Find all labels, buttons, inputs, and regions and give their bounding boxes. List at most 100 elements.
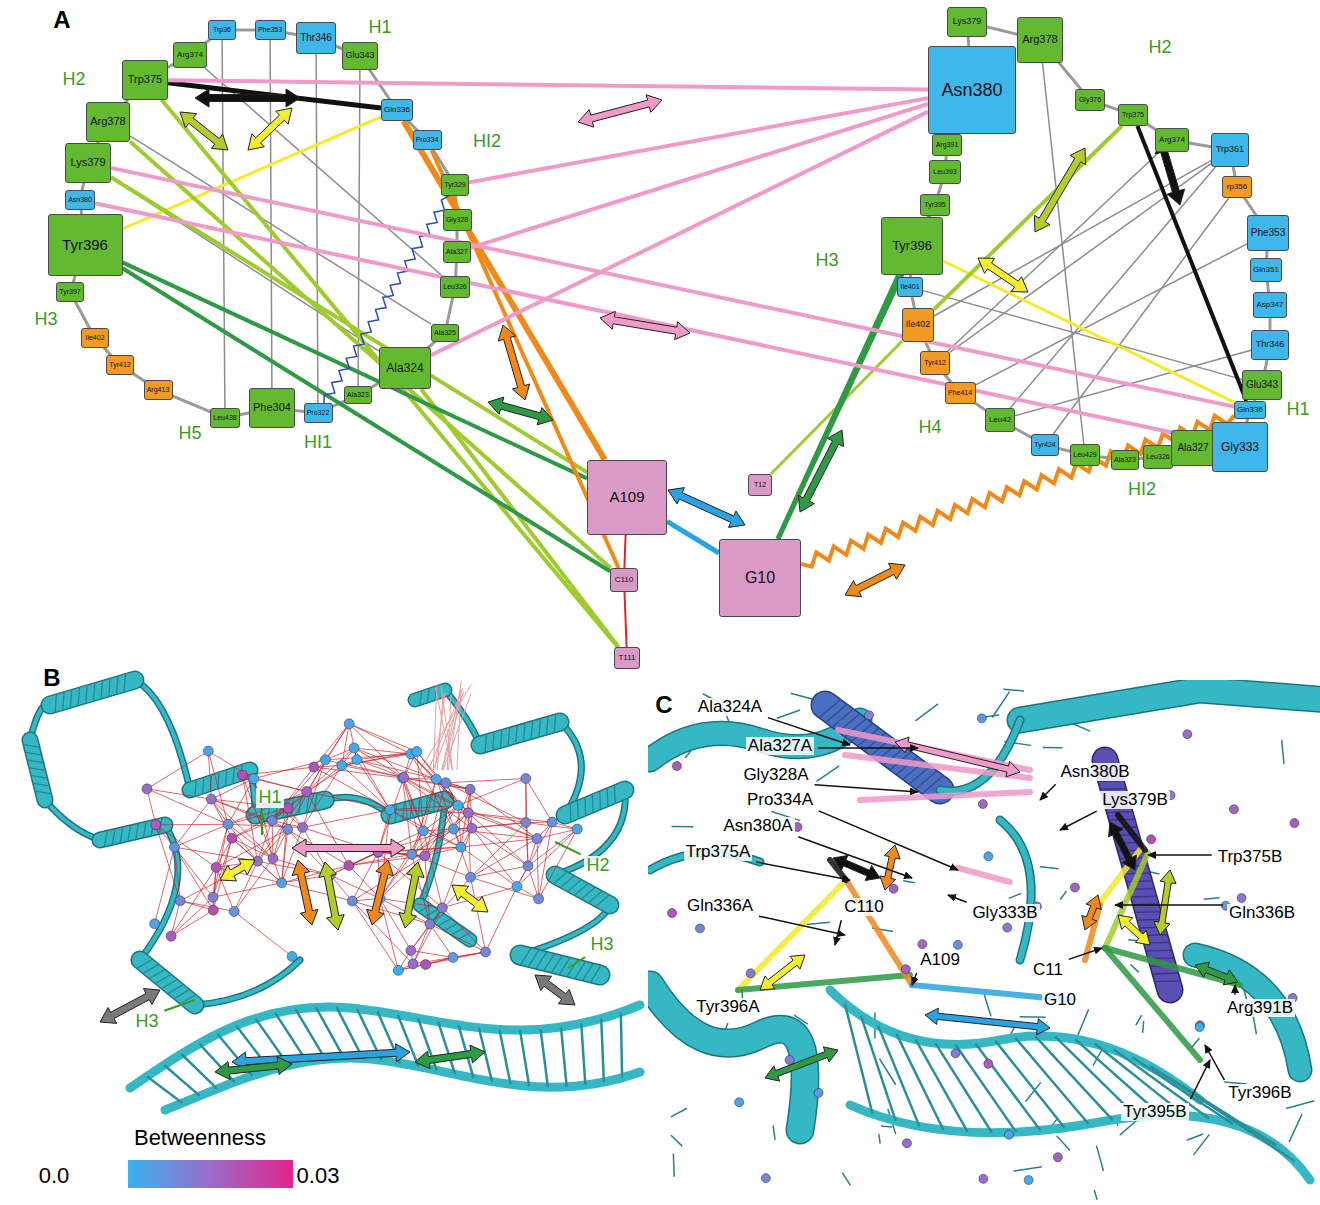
network-edge — [171, 910, 213, 936]
residue-sphere — [408, 959, 418, 969]
residue-sphere — [420, 851, 430, 861]
ribbon-outline — [650, 985, 805, 1130]
residue-sphere — [523, 861, 533, 871]
dna-base — [164, 1065, 200, 1096]
ribbon — [1195, 955, 1300, 1070]
residue-name: Leu42 — [989, 416, 1011, 424]
residue-box: Asn380 — [928, 46, 1016, 134]
residue-box: C110 — [610, 568, 638, 592]
residue-sphere — [466, 872, 476, 882]
ribbon-outline — [565, 790, 625, 815]
side-chain — [1096, 1146, 1103, 1171]
network-edge — [342, 752, 417, 766]
leader-line — [815, 785, 918, 792]
residue-name: Tyr395 — [924, 201, 945, 208]
helix-stripe — [120, 828, 123, 843]
residue-box: Arg378 — [1017, 17, 1063, 63]
ribbon — [555, 875, 610, 905]
network-edge — [447, 694, 451, 770]
network-edge — [417, 752, 458, 806]
side-chain — [1003, 689, 1024, 691]
helix-stripe — [143, 965, 158, 974]
side-chain — [791, 693, 815, 699]
residue-name: Arg378 — [1022, 34, 1057, 46]
leader-line — [756, 862, 850, 880]
network-edge — [417, 752, 424, 831]
interaction-edge — [111, 168, 1234, 407]
helix-stripe — [516, 726, 517, 743]
network-edge — [208, 751, 211, 799]
residue-label: Gln336A — [685, 897, 755, 916]
network-edge — [330, 875, 380, 898]
leader-line — [835, 920, 841, 945]
network-edge — [468, 813, 528, 866]
residue-box: Leu429 — [1070, 444, 1100, 466]
network-edge — [234, 911, 292, 956]
residue-label: A109 — [918, 951, 962, 970]
interaction-rod — [958, 868, 1010, 882]
network-edge — [430, 924, 453, 957]
residue-name: Ala327 — [1177, 443, 1208, 454]
network-edge — [174, 847, 213, 910]
network-edge — [303, 760, 326, 828]
leader-line — [555, 842, 581, 854]
residue-sphere — [977, 714, 986, 723]
residue-name: Tyr396 — [62, 237, 108, 253]
residue-box: Tyr395 — [920, 194, 950, 216]
residue-label: Ala324A — [696, 698, 764, 717]
residue-name: G10 — [745, 570, 775, 587]
residue-sphere — [521, 818, 531, 828]
interaction-edge — [976, 244, 1248, 385]
residue-box: Gln351 — [1250, 258, 1282, 282]
network-edge — [539, 829, 578, 899]
side-chain — [671, 1108, 687, 1117]
helix-stripe — [820, 700, 840, 717]
residue-name: Gly333 — [1221, 441, 1259, 454]
residue-sphere — [320, 755, 330, 765]
residue-sphere — [227, 833, 237, 843]
interaction-edge — [168, 83, 381, 108]
side-chain — [1025, 1082, 1040, 1101]
ribbon-outline — [415, 690, 445, 700]
dna-base — [861, 1016, 896, 1122]
ribbon-outline — [195, 960, 300, 1005]
residue-sphere — [287, 951, 297, 961]
residue-sphere — [249, 774, 259, 784]
network-edge — [155, 847, 175, 924]
region-label: H2 — [584, 856, 611, 876]
double-arrow — [498, 325, 529, 400]
interaction-edge — [934, 126, 1122, 309]
residue-box: Tyr412 — [920, 351, 950, 375]
residue-name: Asn380 — [941, 81, 1002, 100]
network-edge — [486, 886, 517, 951]
leader-line — [818, 747, 918, 749]
side-chain — [773, 1126, 775, 1140]
helix-stripe — [524, 724, 525, 741]
helix-stripe — [531, 722, 532, 739]
residue-name: T111 — [618, 654, 635, 662]
helix-stripe — [1131, 896, 1156, 898]
helix-stripe — [575, 884, 588, 895]
network-edge — [174, 799, 211, 847]
ribbon-outline — [1020, 690, 1320, 720]
helix-stripe — [104, 831, 107, 846]
dna-strand — [130, 1005, 640, 1088]
residue-sphere — [918, 940, 927, 949]
network-edge — [425, 805, 458, 855]
double-arrow — [978, 258, 1028, 292]
helix-stripe — [554, 872, 567, 883]
network-edge — [354, 748, 436, 779]
helix-stripe — [168, 985, 183, 994]
helix-stripe — [445, 924, 457, 930]
residue-name: Leu429 — [1073, 451, 1096, 458]
interaction-edge — [431, 112, 928, 356]
residue-box: Leu438 — [210, 408, 240, 428]
network-edge — [211, 799, 232, 838]
residue-name: Gln336 — [384, 106, 410, 114]
helix-stripe — [143, 822, 146, 837]
ribbon — [650, 985, 805, 1130]
double-arrow — [399, 862, 424, 928]
residue-sphere — [735, 1098, 744, 1107]
double-arrow — [415, 1045, 485, 1069]
network-edge — [390, 810, 423, 831]
